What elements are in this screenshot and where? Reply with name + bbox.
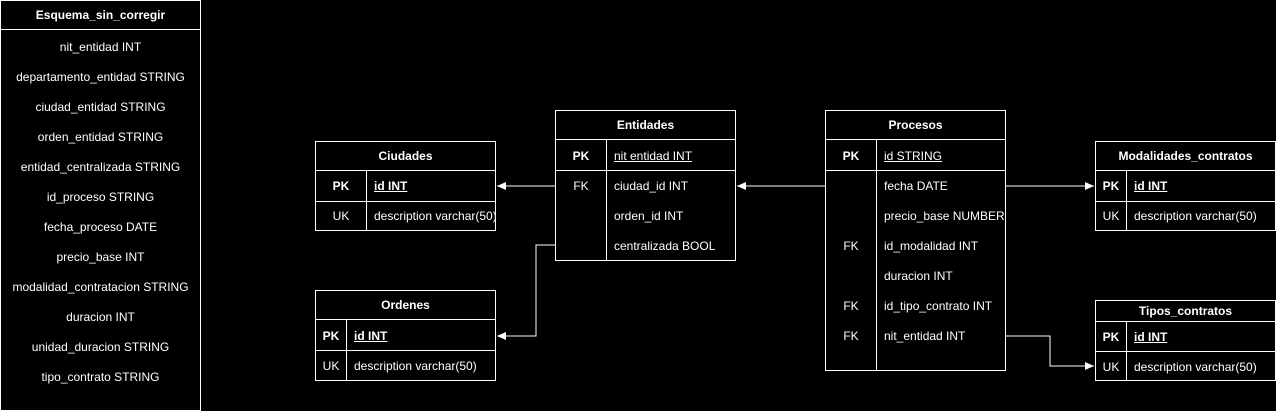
field-name: id INT — [1134, 179, 1168, 193]
table-row: precio_base NUMBER — [826, 201, 1005, 231]
field-name: description varchar(50) — [1134, 209, 1257, 223]
field-name: ciudad_id INT — [614, 179, 689, 193]
key-label: FK — [843, 329, 859, 343]
field-name: id_tipo_contrato INT — [884, 299, 993, 313]
procesos-title: Procesos — [826, 111, 1005, 140]
table-row: PK id INT — [316, 321, 495, 351]
key-label: FK — [843, 239, 859, 253]
field-name: id STRING — [884, 149, 943, 163]
schema-field: tipo_contrato STRING — [41, 370, 160, 384]
ciudades-title: Ciudades — [316, 142, 495, 171]
ciudades-table: Ciudades PK id INT UK description varcha… — [315, 141, 497, 231]
key-label: UK — [1102, 209, 1120, 223]
field-name: id_modalidad INT — [884, 239, 979, 253]
modalidades-title: Modalidades_contratos — [1096, 142, 1275, 171]
key-label: FK — [573, 179, 589, 193]
table-row: FK nit_entidad INT — [826, 321, 1005, 351]
schema-field: id_proceso STRING — [46, 190, 155, 204]
field-name: fecha DATE — [884, 179, 948, 193]
table-row: orden_id INT — [556, 201, 735, 231]
modalidades-table: Modalidades_contratos PK id INT UK descr… — [1095, 141, 1276, 231]
key-label: PK — [1102, 179, 1120, 193]
table-row: FK id_modalidad INT — [826, 231, 1005, 261]
table-row: duracion INT — [826, 261, 1005, 291]
table-row: centralizada BOOL — [556, 231, 735, 261]
key-label: PK — [572, 149, 590, 163]
table-row: UK description varchar(50) — [316, 201, 497, 231]
field-name: precio_base NUMBER — [884, 209, 1005, 223]
field-name: duracion INT — [884, 269, 953, 283]
schema-table-title: Esquema_sin_corregir — [1, 1, 200, 30]
table-row: PK nit entidad INT — [556, 141, 735, 171]
schema-field: modalidad_contratacion STRING — [12, 280, 189, 294]
table-row: PK id INT — [316, 171, 495, 201]
schema-field: fecha_proceso DATE — [43, 220, 158, 234]
key-label: PK — [1102, 330, 1120, 344]
key-label: PK — [322, 329, 340, 343]
schema-field: entidad_centralizada STRING — [20, 160, 181, 174]
key-label: UK — [1102, 360, 1120, 374]
entidades-title: Entidades — [556, 111, 735, 140]
field-name: nit entidad INT — [614, 149, 693, 163]
table-row: PK id STRING — [826, 141, 1005, 171]
schema-table: Esquema_sin_corregir nit_entidad INT dep… — [0, 0, 201, 411]
key-label: UK — [332, 209, 350, 223]
key-label: PK — [842, 149, 860, 163]
key-label: PK — [332, 179, 350, 193]
schema-field: precio_base INT — [56, 250, 145, 264]
field-name: id INT — [354, 329, 388, 343]
table-row: FK id_tipo_contrato INT — [826, 291, 1005, 321]
field-name: description varchar(50) — [354, 359, 477, 373]
tipos-table: Tipos_contratos PK id INT UK description… — [1095, 300, 1276, 381]
field-name: description varchar(50) — [374, 209, 497, 223]
schema-field: ciudad_entidad STRING — [35, 100, 166, 114]
ordenes-title: Ordenes — [316, 291, 495, 320]
table-row: UK description varchar(50) — [1096, 201, 1275, 231]
table-row: fecha DATE — [826, 171, 1005, 201]
entidades-to-ordenes-connector — [497, 244, 555, 340]
table-row: UK description varchar(50) — [316, 351, 495, 381]
schema-field: departamento_entidad STRING — [16, 70, 185, 84]
schema-field: duracion INT — [66, 310, 135, 324]
key-label: UK — [322, 359, 340, 373]
procesos-table: Procesos PK id STRING fecha DATE precio_… — [825, 110, 1006, 371]
tipos-title: Tipos_contratos — [1096, 301, 1275, 322]
schema-field: orden_entidad STRING — [37, 130, 164, 144]
field-name: nit_entidad INT — [884, 329, 966, 343]
procesos-to-tipos-connector — [1006, 335, 1094, 370]
table-row: PK id INT — [1096, 171, 1275, 201]
field-name: centralizada BOOL — [614, 239, 716, 253]
schema-field: nit_entidad INT — [59, 40, 142, 54]
field-name: id INT — [374, 179, 408, 193]
table-row: FK ciudad_id INT — [556, 171, 735, 201]
key-label: FK — [843, 299, 859, 313]
ordenes-table: Ordenes PK id INT UK description varchar… — [315, 290, 496, 381]
field-name: id INT — [1134, 330, 1168, 344]
table-row: PK id INT — [1096, 322, 1275, 352]
schema-field: unidad_duracion STRING — [31, 340, 170, 354]
field-name: orden_id INT — [614, 209, 684, 223]
table-row: UK description varchar(50) — [1096, 352, 1275, 382]
entidades-table: Entidades PK nit entidad INT FK ciudad_i… — [555, 110, 736, 261]
field-name: description varchar(50) — [1134, 360, 1257, 374]
